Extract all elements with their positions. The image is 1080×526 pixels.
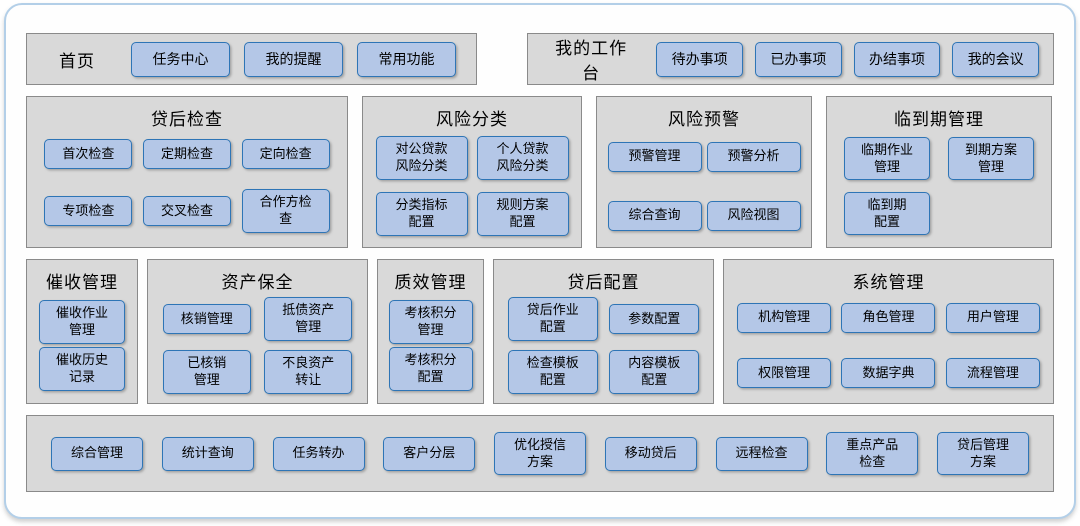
second-row: 贷后检查 首次检查 定期检查 定向检查 专项检查 交叉检查 合作方检 查 风险分… <box>26 96 1054 248</box>
panel-home-title: 首页 <box>59 51 95 71</box>
corporate-loan-risk-class-button[interactable]: 对公贷款 风险分类 <box>375 136 468 180</box>
third-row: 催收管理 催收作业 管理 催收历史 记录 资产保全 核销管理 抵债资产 管理 已… <box>26 259 1054 404</box>
asset-grid: 核销管理 抵债资产 管理 已核销 管理 不良资产 转让 <box>156 297 359 394</box>
collection-job-management-button[interactable]: 催收作业 管理 <box>39 300 125 344</box>
top-row: 首页 任务中心 我的提醒 常用功能 我的工作台 待办事项 已办事项 办结事项 我… <box>26 33 1054 85</box>
maturity-scheme-management-button[interactable]: 到期方案 管理 <box>948 136 1034 181</box>
special-check-button[interactable]: 专项检查 <box>44 196 133 227</box>
task-center-button[interactable]: 任务中心 <box>131 41 230 77</box>
loan-job-config-button[interactable]: 贷后作业 配置 <box>507 297 598 342</box>
system-grid: 机构管理 角色管理 用户管理 权限管理 数据字典 流程管理 <box>732 297 1045 394</box>
permission-management-button[interactable]: 权限管理 <box>737 358 832 389</box>
risk-warning-grid: 预警管理 预警分析 综合查询 风险视图 <box>605 134 803 238</box>
personal-loan-risk-class-button[interactable]: 个人贷款 风险分类 <box>476 136 569 180</box>
panel-loan-check-title: 贷后检查 <box>151 110 223 129</box>
bottom-row: 综合管理 统计查询 任务转办 客户分层 优化授信 方案 移动贷后 远程检查 重点… <box>26 415 1054 492</box>
panel-asset: 资产保全 核销管理 抵债资产 管理 已核销 管理 不良资产 转让 <box>147 259 368 404</box>
writeoff-management-button[interactable]: 核销管理 <box>162 304 251 335</box>
panel-risk-warning-title: 风险预警 <box>668 110 740 129</box>
panel-maturity: 临到期管理 临期作业 管理 到期方案 管理 临到期 配置 <box>826 96 1052 248</box>
panel-loan-check: 贷后检查 首次检查 定期检查 定向检查 专项检查 交叉检查 合作方检 查 <box>26 96 348 248</box>
panel-collection-title: 催收管理 <box>46 273 118 292</box>
panel-workbench: 我的工作台 待办事项 已办事项 办结事项 我的会议 <box>527 33 1054 85</box>
panel-system-title: 系统管理 <box>852 273 925 292</box>
panel-bottom: 综合管理 统计查询 任务转办 客户分层 优化授信 方案 移动贷后 远程检查 重点… <box>26 415 1054 492</box>
common-functions-button[interactable]: 常用功能 <box>357 41 456 77</box>
panel-asset-title: 资产保全 <box>221 273 294 292</box>
role-management-button[interactable]: 角色管理 <box>841 302 936 333</box>
credit-optimization-scheme-button[interactable]: 优化授信 方案 <box>494 431 586 476</box>
remote-check-button[interactable]: 远程检查 <box>715 436 808 471</box>
rule-scheme-config-button[interactable]: 规则方案 配置 <box>476 192 569 236</box>
partner-check-button[interactable]: 合作方检 查 <box>241 189 330 233</box>
statistics-query-button[interactable]: 统计查询 <box>161 436 254 471</box>
risk-class-grid: 对公贷款 风险分类 个人贷款 风险分类 分类指标 配置 规则方案 配置 <box>371 134 573 238</box>
panel-home: 首页 任务中心 我的提醒 常用功能 <box>26 33 477 85</box>
loan-config-grid: 贷后作业 配置 参数配置 检查模板 配置 内容模板 配置 <box>502 297 705 394</box>
panel-risk-warning: 风险预警 预警管理 预警分析 综合查询 风险视图 <box>596 96 812 248</box>
key-product-check-button[interactable]: 重点产品 检查 <box>826 431 919 476</box>
mobile-loan-button[interactable]: 移动贷后 <box>604 436 697 471</box>
warning-analysis-button[interactable]: 预警分析 <box>706 141 801 172</box>
warning-management-button[interactable]: 预警管理 <box>607 141 702 172</box>
panel-risk-class-title: 风险分类 <box>436 110 508 129</box>
customer-segmentation-button[interactable]: 客户分层 <box>383 436 476 471</box>
periodic-check-button[interactable]: 定期检查 <box>142 139 231 170</box>
assessment-points-config-button[interactable]: 考核积分 配置 <box>388 347 473 391</box>
closed-items-button[interactable]: 办结事项 <box>853 41 941 77</box>
quality-stack: 考核积分 管理 考核积分 配置 <box>386 297 475 394</box>
panel-workbench-title: 我的工作台 <box>555 39 628 83</box>
check-template-config-button[interactable]: 检查模板 配置 <box>507 349 598 394</box>
targeted-check-button[interactable]: 定向检查 <box>241 139 330 170</box>
app-frame: 首页 任务中心 我的提醒 常用功能 我的工作台 待办事项 已办事项 办结事项 我… <box>4 3 1076 519</box>
comprehensive-management-button[interactable]: 综合管理 <box>51 436 143 471</box>
org-management-button[interactable]: 机构管理 <box>737 302 832 333</box>
panel-quality: 质效管理 考核积分 管理 考核积分 配置 <box>377 259 484 404</box>
writtenoff-management-button[interactable]: 已核销 管理 <box>162 349 251 394</box>
parameter-config-button[interactable]: 参数配置 <box>609 304 700 335</box>
near-maturity-config-button[interactable]: 临到期 配置 <box>844 191 930 236</box>
panel-maturity-title: 临到期管理 <box>894 110 984 129</box>
loan-check-grid: 首次检查 定期检查 定向检查 专项检查 交叉检查 合作方检 查 <box>35 134 339 238</box>
user-management-button[interactable]: 用户管理 <box>945 302 1040 333</box>
panel-risk-class: 风险分类 对公贷款 风险分类 个人贷款 风险分类 分类指标 配置 规则方案 配置 <box>362 96 582 248</box>
panel-loan-config: 贷后配置 贷后作业 配置 参数配置 检查模板 配置 内容模板 配置 <box>493 259 714 404</box>
risk-view-button[interactable]: 风险视图 <box>706 200 801 231</box>
panel-collection: 催收管理 催收作业 管理 催收历史 记录 <box>26 259 138 404</box>
cross-check-button[interactable]: 交叉检查 <box>142 196 231 227</box>
data-dictionary-button[interactable]: 数据字典 <box>841 358 936 389</box>
done-items-button[interactable]: 已办事项 <box>755 41 842 77</box>
class-indicator-config-button[interactable]: 分类指标 配置 <box>375 192 468 236</box>
content-template-config-button[interactable]: 内容模板 配置 <box>609 349 700 394</box>
process-management-button[interactable]: 流程管理 <box>945 358 1040 389</box>
debt-asset-management-button[interactable]: 抵债资产 管理 <box>264 297 353 342</box>
panel-system: 系统管理 机构管理 角色管理 用户管理 权限管理 数据字典 流程管理 <box>723 259 1054 404</box>
assessment-points-management-button[interactable]: 考核积分 管理 <box>388 300 473 344</box>
npl-transfer-button[interactable]: 不良资产 转让 <box>264 349 353 394</box>
task-transfer-button[interactable]: 任务转办 <box>272 436 365 471</box>
near-term-job-management-button[interactable]: 临期作业 管理 <box>844 136 930 181</box>
first-check-button[interactable]: 首次检查 <box>44 139 133 170</box>
comprehensive-query-button[interactable]: 综合查询 <box>607 200 702 231</box>
my-reminders-button[interactable]: 我的提醒 <box>244 41 343 77</box>
panel-quality-title: 质效管理 <box>394 273 467 292</box>
collection-history-button[interactable]: 催收历史 记录 <box>39 347 125 391</box>
maturity-grid: 临期作业 管理 到期方案 管理 临到期 配置 <box>835 134 1043 238</box>
todo-items-button[interactable]: 待办事项 <box>656 41 744 77</box>
panel-loan-config-title: 贷后配置 <box>567 273 640 292</box>
collection-stack: 催收作业 管理 催收历史 记录 <box>35 297 129 394</box>
my-meetings-button[interactable]: 我的会议 <box>952 41 1040 77</box>
loan-management-scheme-button[interactable]: 贷后管理 方案 <box>937 431 1029 476</box>
